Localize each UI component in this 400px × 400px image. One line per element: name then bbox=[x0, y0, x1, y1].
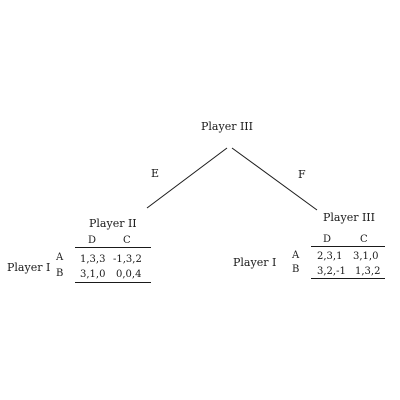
left-cell-b-c: 0,0,4 bbox=[116, 269, 142, 280]
left-row-label-b: B bbox=[56, 268, 64, 279]
right-header-rule bbox=[311, 246, 385, 247]
right-cell-b-d: 3,2,-1 bbox=[317, 266, 346, 277]
branch-label-e: E bbox=[151, 167, 160, 180]
right-cell-a-d: 2,3,1 bbox=[317, 251, 343, 262]
left-cell-b-d: 3,1,0 bbox=[80, 269, 106, 280]
left-cell-a-d: 1,3,3 bbox=[80, 254, 106, 265]
branch-label-f: F bbox=[298, 168, 306, 181]
left-cell-a-c: -1,3,2 bbox=[113, 254, 142, 265]
branch-edge-f bbox=[231, 147, 318, 211]
left-row-label-a: A bbox=[56, 252, 64, 263]
left-row-player-label: Player I bbox=[7, 261, 51, 274]
right-row-label-a: A bbox=[292, 250, 300, 261]
right-cell-b-c: 1,3,2 bbox=[355, 266, 381, 277]
right-row-label-b: B bbox=[292, 264, 300, 275]
left-header-rule bbox=[75, 247, 151, 248]
right-column-header-c: C bbox=[360, 234, 368, 245]
right-cell-a-c: 3,1,0 bbox=[353, 251, 379, 262]
root-player-label: Player III bbox=[201, 120, 253, 133]
left-bottom-rule bbox=[75, 282, 151, 283]
right-row-player-label: Player I bbox=[233, 256, 277, 269]
right-bottom-rule bbox=[311, 278, 385, 279]
left-column-player-label: Player II bbox=[89, 217, 137, 230]
right-column-player-label: Player III bbox=[323, 211, 375, 224]
right-column-header-d: D bbox=[323, 234, 332, 245]
left-column-header-c: C bbox=[123, 235, 131, 246]
left-column-header-d: D bbox=[88, 235, 97, 246]
branch-edge-e bbox=[146, 147, 228, 209]
